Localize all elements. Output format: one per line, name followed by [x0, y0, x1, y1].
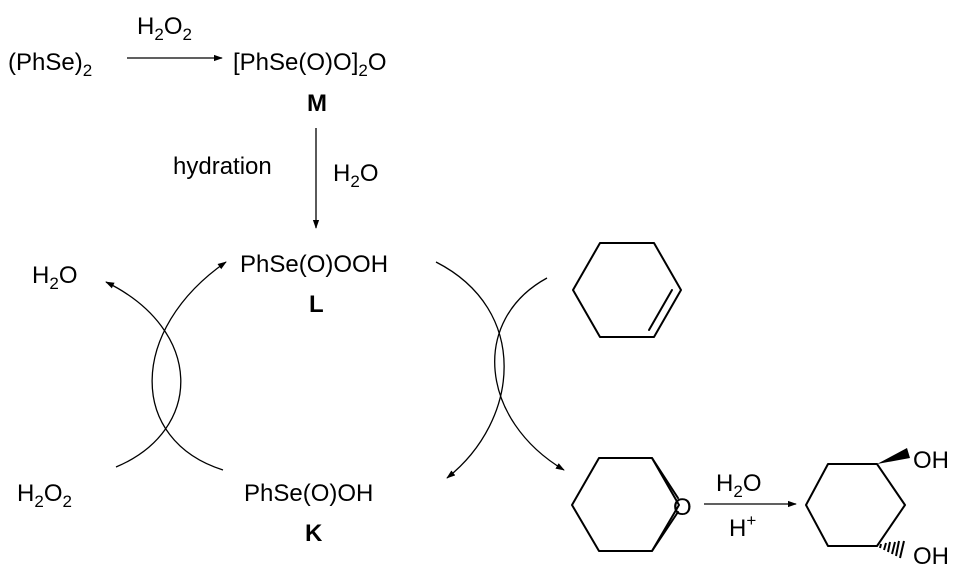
species-L-label: L [309, 291, 324, 318]
species-K-formula: PhSe(O)OH [244, 480, 373, 507]
cycle-arrow-cyclohexene-to-epoxide [494, 277, 565, 471]
diol-oh-bottom: OH [913, 543, 949, 570]
hash-bond [879, 540, 905, 559]
final-reagent-acid: H+ [729, 511, 756, 542]
diol-oh-top: OH [913, 447, 949, 474]
hydration-label: hydration [173, 153, 272, 180]
top-reagent-h2o2: H2O2 [137, 13, 192, 44]
hydration-reagent-h2o: H2O [333, 160, 378, 191]
diphenyl-diselenide: (PhSe)2 [8, 49, 92, 80]
species-K-label: K [305, 520, 323, 547]
cycle-arrow-k-to-l [151, 261, 227, 471]
cycle-arrow-l-to-k [435, 261, 505, 479]
species-L-formula: PhSe(O)OOH [240, 251, 388, 278]
species-M-formula: [PhSe(O)O]2O [233, 49, 387, 80]
diol-structure: OH OH [805, 447, 949, 570]
cycle-arrow-h2o2-to-water [105, 281, 182, 468]
epoxide-structure: O [571, 457, 692, 552]
water-released: H2O [32, 262, 77, 293]
wedge-bond [877, 448, 910, 464]
species-M-label: M [307, 90, 327, 117]
final-reagent-h2o: H2O [716, 470, 761, 501]
epoxide-oxygen: O [673, 494, 692, 521]
peroxide-added: H2O2 [17, 480, 72, 511]
cyclohexene-structure [572, 242, 682, 338]
